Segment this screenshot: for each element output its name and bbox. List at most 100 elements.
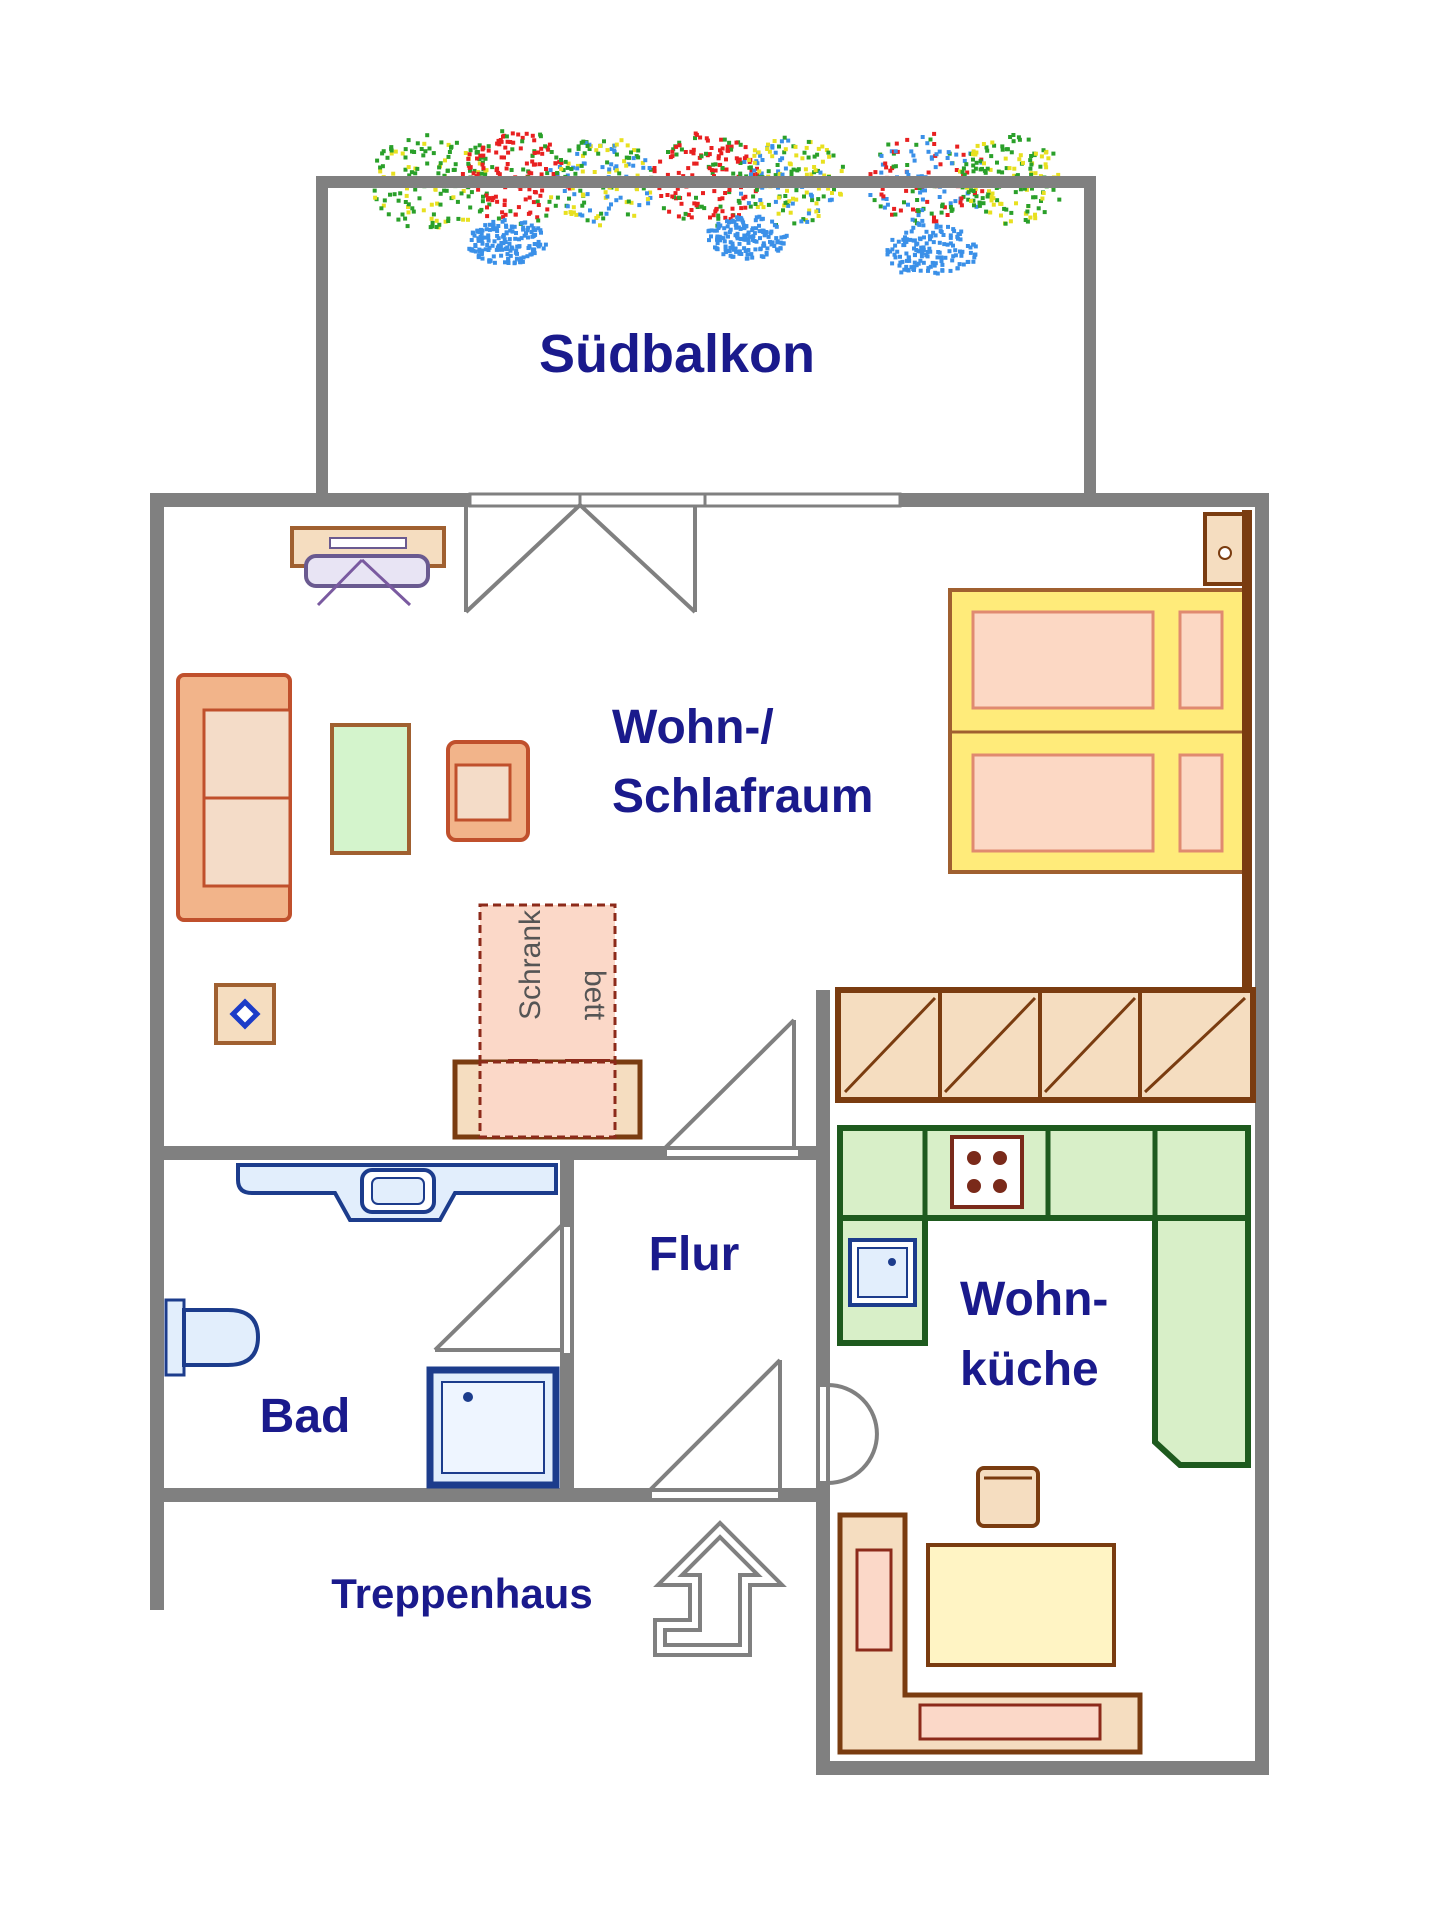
- flower-dot: [781, 235, 786, 240]
- flower-dot: [495, 199, 500, 204]
- flower-dot: [1003, 156, 1008, 161]
- flower-dot: [816, 168, 820, 173]
- flower-dot: [446, 142, 451, 147]
- flower-dot: [991, 202, 996, 207]
- flower-dot: [918, 237, 923, 242]
- flower-dot: [951, 243, 955, 248]
- flower-dot: [806, 155, 811, 160]
- flower-dot: [783, 166, 788, 171]
- flower-dot: [707, 166, 712, 171]
- flower-dot: [951, 254, 956, 259]
- flower-dot: [727, 249, 732, 254]
- flower-dot: [686, 166, 691, 171]
- flower-dot: [580, 213, 585, 218]
- flower-dot: [764, 252, 769, 257]
- flower-dot: [1028, 166, 1033, 171]
- flower-dot: [725, 224, 730, 229]
- flower-dot: [381, 203, 386, 208]
- flower-dot: [403, 155, 408, 160]
- flower-dot: [487, 258, 492, 263]
- flower-dot: [788, 210, 793, 215]
- flower-dot: [487, 222, 492, 227]
- flower-dot: [1041, 148, 1046, 153]
- flower-dot: [717, 162, 722, 167]
- flower-dot: [572, 192, 577, 197]
- flower-dot: [503, 145, 508, 150]
- flower-dot: [773, 199, 778, 204]
- flower-dot: [914, 242, 919, 247]
- flower-dot: [800, 156, 805, 161]
- flower-dot: [547, 199, 552, 204]
- flower-dot: [961, 262, 966, 267]
- flower-dot: [674, 152, 679, 157]
- flower-dot: [760, 216, 765, 221]
- flower-dot: [779, 235, 784, 240]
- flower-dot: [906, 255, 911, 260]
- flower-dot: [952, 229, 957, 234]
- flower-dot: [529, 252, 534, 257]
- flower-dot: [880, 162, 885, 167]
- flower-dot: [718, 204, 723, 209]
- flower-dot: [734, 249, 739, 254]
- flower-dot: [446, 216, 451, 221]
- flower-dot: [926, 268, 930, 273]
- flower-dot: [933, 261, 938, 266]
- flower-dot: [582, 151, 587, 156]
- flower-dot: [786, 138, 791, 143]
- flower-dot: [549, 150, 554, 154]
- flower-dot: [980, 189, 985, 194]
- flower-dot: [711, 213, 716, 218]
- flower-dot: [873, 170, 878, 175]
- flower-dot: [479, 237, 484, 242]
- kitchen-doorway: [816, 1383, 879, 1485]
- flower-dot: [484, 168, 489, 173]
- flower-dot: [629, 200, 634, 205]
- flower-dot: [902, 267, 907, 272]
- flower-dot: [955, 144, 960, 149]
- flower-dot: [690, 173, 695, 178]
- flower-dot: [694, 203, 699, 208]
- flower-dot: [496, 236, 501, 241]
- flower-dot: [674, 144, 679, 149]
- flower-dot: [804, 172, 809, 177]
- flower-dot: [773, 150, 778, 155]
- flower-dot: [1039, 154, 1044, 159]
- flower-dot: [479, 231, 484, 236]
- flower-dot: [934, 223, 939, 228]
- flower-dot: [646, 201, 651, 206]
- flower-dot: [665, 193, 670, 197]
- flower-dot: [1023, 218, 1028, 222]
- flower-dot: [942, 205, 947, 210]
- flower-dot: [959, 196, 964, 201]
- flower-dot: [565, 165, 570, 170]
- flower-dot: [722, 239, 727, 244]
- flower-dot: [648, 190, 653, 195]
- flower-dot: [770, 240, 775, 245]
- flower-dot: [750, 226, 755, 231]
- flower-dot: [758, 198, 763, 203]
- flower-dot: [790, 201, 795, 206]
- flower-dot: [544, 167, 548, 171]
- flower-dot: [954, 152, 959, 157]
- flower-dot: [1029, 172, 1034, 177]
- flower-dot: [679, 147, 684, 152]
- flower-dot: [472, 233, 477, 238]
- flower-dot: [905, 163, 910, 167]
- flower-dot: [914, 263, 919, 268]
- flower-dot: [738, 142, 743, 147]
- flower-dot: [990, 140, 995, 145]
- flower-dot: [955, 266, 960, 271]
- flower-dot: [484, 193, 489, 198]
- flower-dot: [626, 162, 631, 167]
- flower-dot: [799, 219, 804, 224]
- flower-dot: [480, 147, 485, 152]
- living-room-door: [663, 1018, 802, 1160]
- flower-dot: [920, 208, 925, 213]
- flower-dot: [729, 147, 734, 152]
- flower-dot: [932, 142, 937, 146]
- flower-dot: [1002, 206, 1007, 211]
- flower-dot: [753, 247, 758, 252]
- flower-dot: [499, 241, 504, 245]
- flower-dot: [676, 214, 681, 219]
- flower-dot: [643, 158, 648, 163]
